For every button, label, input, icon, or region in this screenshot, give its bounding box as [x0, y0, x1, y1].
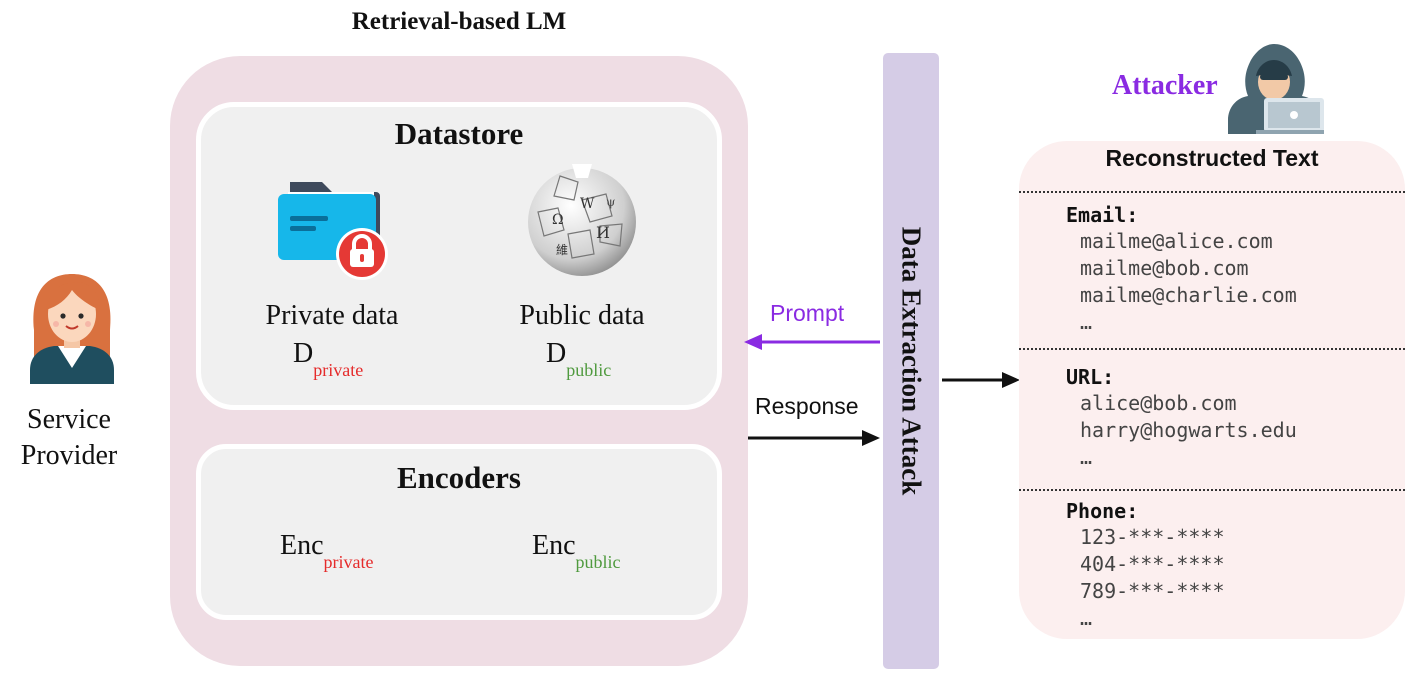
encoder-private: Encprivate: [280, 530, 374, 572]
data-extraction-attack-bar: [883, 53, 939, 669]
public-data-symbol: Dpublic: [546, 338, 612, 380]
list-item: mailme@bob.com: [1080, 256, 1249, 280]
response-label: Response: [755, 393, 859, 419]
section-divider: [1019, 191, 1405, 193]
private-data-symbol: Dprivate: [293, 338, 364, 380]
list-item: …: [1080, 445, 1093, 469]
section-divider: [1019, 489, 1405, 491]
reconstructed-text-title: Reconstructed Text: [1105, 145, 1319, 171]
list-item: harry@hogwarts.edu: [1080, 418, 1297, 442]
data-extraction-attack-label: Data Extraction Attack: [896, 226, 927, 496]
phone-section-header: Phone:: [1066, 499, 1139, 523]
private-data-label: Private data: [265, 300, 399, 331]
diagram-title: Retrieval-based LM: [351, 8, 567, 35]
encoder-public: Encpublic: [532, 530, 621, 572]
service-provider-label: Service Provider: [20, 404, 118, 471]
list-item: 789-***-****: [1080, 579, 1225, 603]
section-divider: [1019, 348, 1405, 350]
list-item: mailme@charlie.com: [1080, 283, 1297, 307]
email-section-list: mailme@alice.com mailme@bob.com mailme@c…: [1080, 228, 1297, 336]
woman-avatar-icon: [30, 274, 114, 384]
wikipedia-globe-icon: Ω W И 維 ψ: [528, 164, 636, 276]
svg-text:И: И: [596, 223, 610, 242]
locked-folder-icon: [278, 182, 388, 280]
response-arrow: [748, 430, 880, 446]
list-item: 404-***-****: [1080, 552, 1225, 576]
svg-text:Ω: Ω: [552, 212, 564, 228]
encoders-title: Encoders: [397, 460, 521, 495]
prompt-label: Prompt: [770, 300, 845, 326]
email-section-header: Email:: [1066, 203, 1139, 227]
attack-output-arrow: [942, 372, 1020, 388]
hooded-hacker-icon: [1228, 44, 1324, 134]
phone-section-list: 123-***-**** 404-***-**** 789-***-**** …: [1080, 524, 1225, 632]
list-item: …: [1080, 310, 1093, 334]
svg-text:W: W: [580, 196, 595, 212]
url-section-list: alice@bob.com harry@hogwarts.edu …: [1080, 390, 1297, 471]
prompt-arrow: [744, 334, 880, 350]
public-data-label: Public data: [519, 300, 645, 331]
encoders-box: [196, 444, 722, 620]
svg-text:維: 維: [556, 243, 568, 257]
reconstructed-text-box: [1019, 141, 1405, 639]
datastore-title: Datastore: [394, 116, 524, 151]
list-item: alice@bob.com: [1080, 391, 1237, 415]
list-item: …: [1080, 606, 1093, 630]
svg-text:ψ: ψ: [606, 195, 615, 209]
list-item: 123-***-****: [1080, 525, 1225, 549]
url-section-header: URL:: [1066, 365, 1115, 389]
list-item: mailme@alice.com: [1080, 229, 1273, 253]
attacker-label: Attacker: [1112, 70, 1218, 101]
